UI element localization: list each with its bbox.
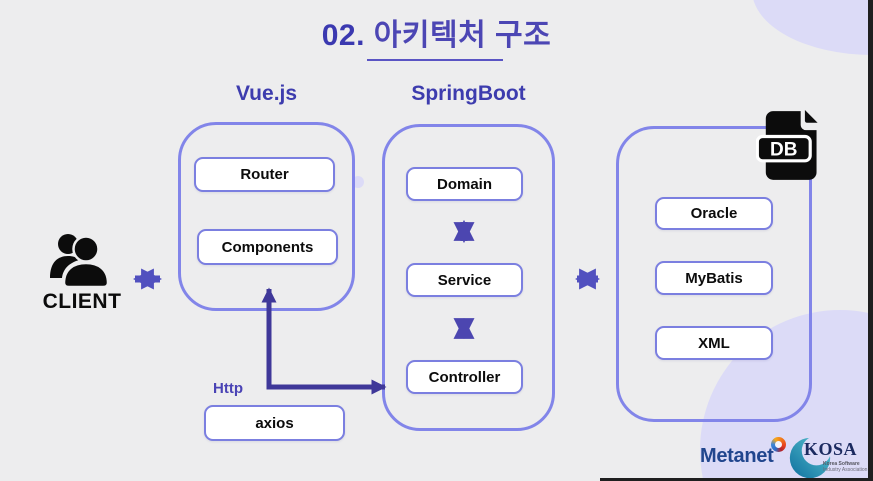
node-router: Router	[194, 157, 335, 192]
title-underline	[367, 59, 503, 61]
node-components: Components	[197, 229, 338, 265]
node-domain: Domain	[406, 167, 523, 201]
node-axios: axios	[204, 405, 345, 441]
db-file-icon: DB	[756, 110, 818, 180]
node-oracle: Oracle	[655, 197, 773, 230]
node-xml: XML	[655, 326, 773, 360]
node-service: Service	[406, 263, 523, 297]
springboot-container	[382, 124, 555, 431]
kosa-logo-subtext: Korea Software Industry Association	[823, 461, 867, 473]
vue-section-label: Vue.js	[235, 82, 298, 105]
client-users-icon	[50, 234, 110, 289]
metanet-logo-text: Metanet	[700, 445, 774, 467]
client-label: CLIENT	[42, 290, 122, 313]
db-container	[616, 126, 812, 422]
screen-edge-right	[868, 0, 873, 481]
kosa-logo: KOSA Korea Software Industry Association	[788, 436, 873, 481]
vue-container	[178, 122, 355, 311]
decor-dot	[352, 176, 364, 188]
http-label: Http	[213, 380, 243, 397]
db-icon-label: DB	[770, 140, 797, 161]
kosa-subtext-line2: Industry Association	[823, 467, 868, 473]
kosa-subtext-line1: Korea Software	[823, 461, 860, 467]
node-controller: Controller	[406, 360, 523, 394]
kosa-swoosh-icon	[789, 437, 831, 479]
title-number: 02.	[321, 19, 365, 52]
kosa-logo-text: KOSA	[804, 439, 858, 459]
screen-edge-bottom	[600, 478, 873, 481]
metanet-logo-icon	[771, 437, 786, 452]
node-mybatis: MyBatis	[655, 261, 773, 295]
page-title: 02. 아키텍처 구조	[0, 10, 873, 54]
springboot-section-label: SpringBoot	[411, 82, 526, 105]
title-text: 아키텍처 구조	[364, 19, 552, 52]
